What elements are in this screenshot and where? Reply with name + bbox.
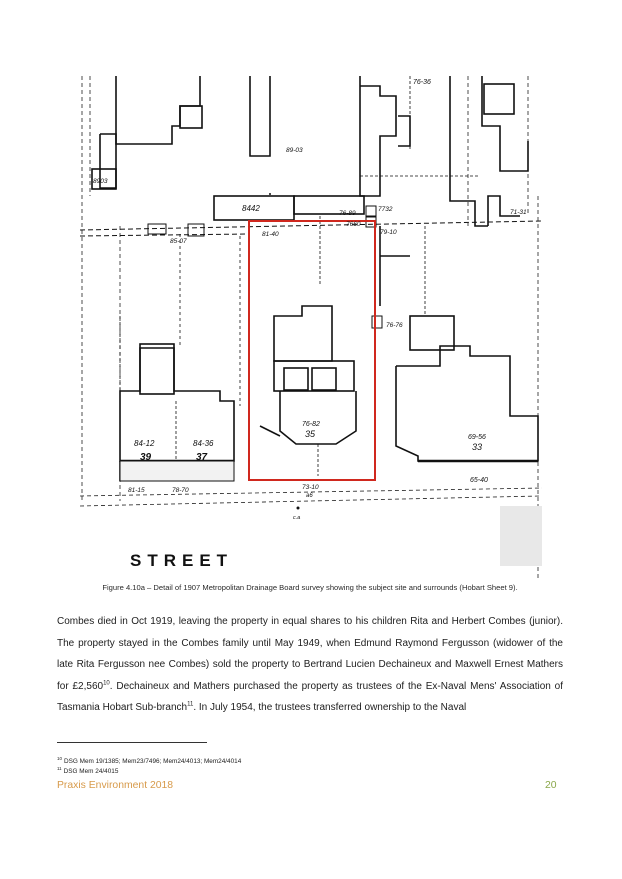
lot-label: 76-76 bbox=[386, 322, 403, 329]
footnote-text: DSG Mem 19/1385; Mem23/7496; Mem24/4013;… bbox=[64, 758, 242, 765]
lot-label: 79-10 bbox=[380, 229, 397, 236]
lot-label: 81-15 bbox=[128, 487, 145, 494]
lot-label: 8903 bbox=[93, 178, 108, 185]
lot-label: 7732 bbox=[378, 206, 393, 213]
lot-label: 7660 bbox=[346, 221, 361, 228]
body-text-part: . In July 1954, the trustees transferred… bbox=[193, 702, 467, 714]
lot-label: 84-12 bbox=[134, 439, 155, 448]
lot-label: 81-40 bbox=[262, 231, 279, 238]
lot-label: c.a bbox=[293, 515, 300, 521]
footnote-number: 10 bbox=[57, 755, 63, 761]
footnote-number: 11 bbox=[57, 765, 62, 771]
lot-label: 84-36 bbox=[193, 439, 214, 448]
lot-label: 78-70 bbox=[172, 487, 189, 494]
footnote-ref[interactable]: 11 bbox=[187, 702, 194, 709]
house-number: 37 bbox=[196, 452, 208, 463]
page-number: 20 bbox=[545, 780, 557, 791]
lot-label: 76-82 bbox=[302, 421, 320, 428]
survey-map-drawing: 76-36 89-03 8903 8442 76-89 7732 7660 79… bbox=[80, 76, 542, 579]
footnote-text: DSG Mem 24/4015 bbox=[63, 768, 119, 775]
lot-label: 76-36 bbox=[413, 79, 431, 86]
footnote-divider bbox=[57, 742, 207, 743]
body-text-part: . Dechaineux and Mathers purchased the p… bbox=[57, 680, 563, 714]
lot-label: a6 bbox=[306, 493, 313, 499]
lot-label: 8442 bbox=[242, 204, 260, 213]
street-label: STREET bbox=[130, 551, 233, 570]
footer-organisation: Praxis Environment 2018 bbox=[57, 780, 174, 791]
footnote-ref[interactable]: 10 bbox=[103, 680, 110, 687]
house-number: 39 bbox=[140, 452, 152, 463]
lot-label: 85-07 bbox=[170, 238, 187, 245]
body-paragraph: Combes died in Oct 1919, leaving the pro… bbox=[57, 611, 563, 719]
house-number: 35 bbox=[305, 429, 316, 439]
house-number: 33 bbox=[472, 442, 482, 452]
lot-label: 65-40 bbox=[470, 477, 488, 484]
lot-label: 73-10 bbox=[302, 484, 319, 491]
figure-caption: Figure 4.10a – Detail of 1907 Metropolit… bbox=[102, 583, 518, 592]
lot-label: 76-89 bbox=[339, 210, 356, 217]
body-text-part: Combes died in Oct 1919, leaving the pro… bbox=[57, 616, 563, 692]
lot-label: 69-56 bbox=[468, 434, 486, 441]
lot-label: 89-03 bbox=[286, 147, 303, 154]
lot-label: 71-31 bbox=[510, 209, 527, 216]
survey-map: 76-36 89-03 8903 8442 76-89 7732 7660 79… bbox=[80, 76, 542, 579]
